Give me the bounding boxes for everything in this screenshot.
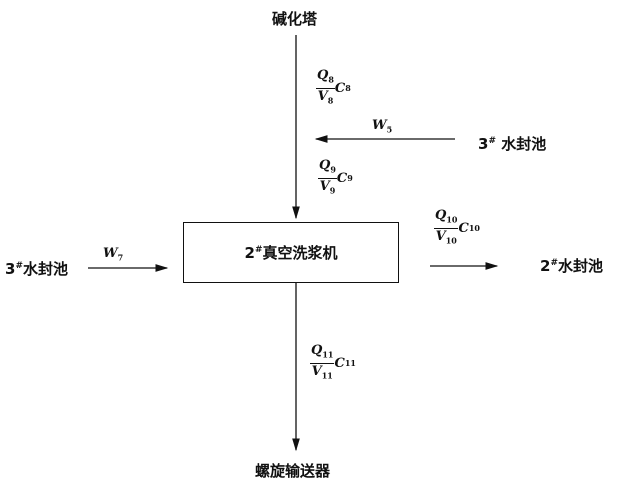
node-water-seal-3-left: 3#水封池 [5, 258, 68, 279]
sub: 7 [117, 252, 124, 263]
sub: 10 [445, 235, 457, 246]
sub: 10 [468, 223, 480, 234]
q: Q [319, 158, 331, 173]
sup: # [550, 258, 558, 268]
num: 2 [244, 244, 255, 262]
sup: # [15, 261, 23, 271]
c: C [334, 355, 345, 371]
sub: 11 [322, 349, 334, 360]
flow-label-w7: W7 [103, 246, 123, 263]
v: V [319, 178, 330, 194]
sub: 8 [328, 74, 334, 85]
num: 2 [540, 257, 551, 275]
vacuum-washer-box: 2#真空洗浆机 [183, 222, 399, 283]
v: V [435, 228, 446, 244]
node-water-seal-2: 2#水封池 [540, 255, 603, 276]
sub: 10 [446, 214, 458, 225]
sub: 11 [321, 370, 333, 381]
q: Q [435, 208, 447, 223]
label: 水封池 [501, 135, 547, 153]
num: 3 [478, 135, 489, 153]
sup: # [488, 136, 496, 146]
q: Q [311, 343, 323, 358]
v: V [317, 88, 328, 104]
node-screw-conveyor: 螺旋输送器 [255, 462, 331, 480]
label: 真空洗浆机 [262, 244, 338, 262]
sub: 9 [329, 185, 336, 196]
label: 水封池 [22, 260, 68, 278]
w: W [103, 246, 118, 261]
c: C [458, 220, 469, 236]
w: W [372, 118, 387, 133]
sub: 8 [345, 83, 351, 94]
node-vacuum-washer: 2#真空洗浆机 [245, 242, 338, 263]
sub: 9 [347, 173, 353, 184]
v: V [311, 363, 322, 379]
sub: 8 [327, 95, 334, 106]
node-water-seal-3-top: 3# 水封池 [478, 133, 546, 154]
sup: # [254, 245, 263, 255]
c: C [336, 170, 348, 186]
c: C [334, 80, 346, 96]
q: Q [317, 68, 329, 83]
node-alkalization-tower: 碱化塔 [272, 10, 318, 28]
num: 3 [5, 260, 16, 278]
flow-label-w5: W5 [372, 118, 392, 135]
sub: 11 [344, 358, 356, 369]
label: 水封池 [557, 257, 603, 275]
sub: 9 [330, 164, 336, 175]
sub: 5 [386, 124, 393, 135]
